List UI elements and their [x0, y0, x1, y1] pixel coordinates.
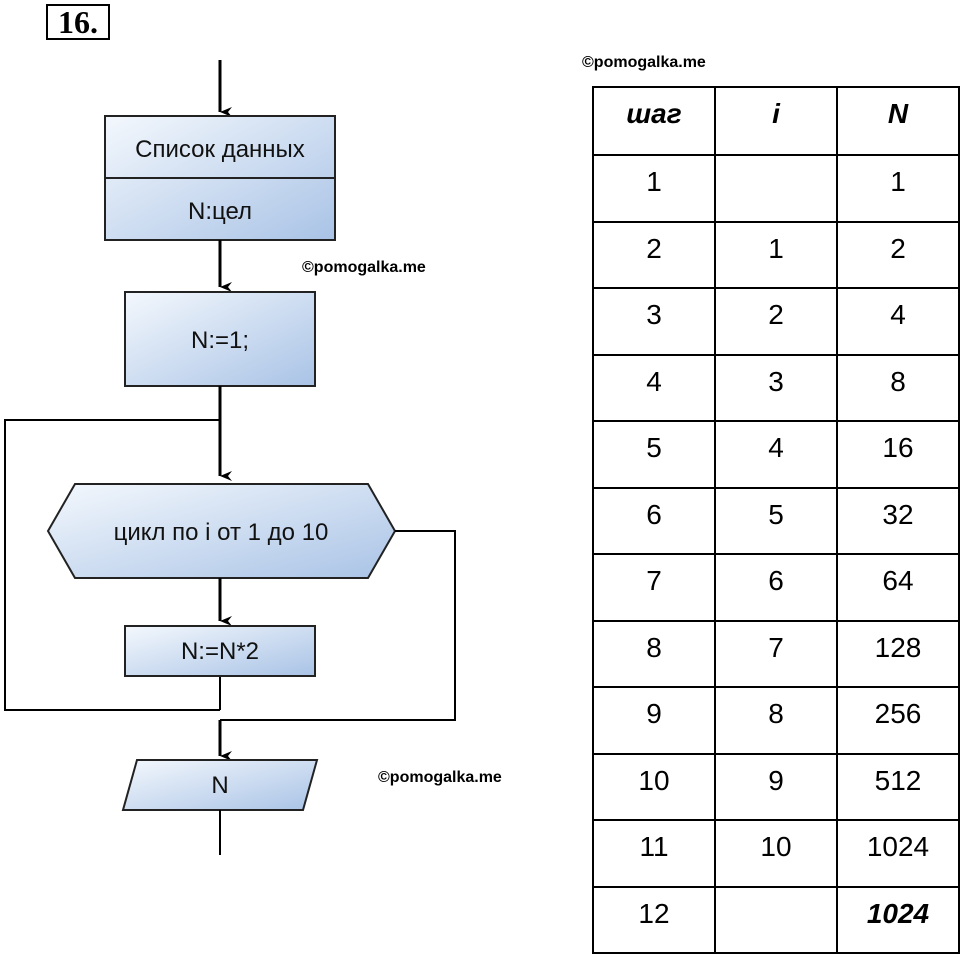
loop-body-block: N:=N*2	[124, 625, 316, 677]
table-header-row: шаг i N	[592, 86, 960, 156]
table-row-final: 12 1024	[592, 885, 960, 954]
cell-n: 128	[836, 619, 960, 688]
cell-step: 12	[592, 885, 716, 954]
table-row: 4 3 8	[592, 353, 960, 422]
cell-step: 6	[592, 486, 716, 555]
cell-i: 9	[714, 752, 838, 821]
loop-header-block: цикл по i от 1 до 10	[46, 483, 397, 579]
cell-n: 1	[836, 154, 960, 223]
init-box	[124, 291, 316, 387]
table-row: 2 1 2	[592, 220, 960, 289]
table-row: 3 2 4	[592, 287, 960, 356]
loop-body-box	[124, 625, 316, 677]
cell-n: 8	[836, 353, 960, 422]
cell-step: 3	[592, 287, 716, 356]
table-row: 8 7 128	[592, 619, 960, 688]
cell-step: 8	[592, 619, 716, 688]
cell-i: 10	[714, 819, 838, 888]
output-block: N	[121, 759, 319, 811]
cell-step: 10	[592, 752, 716, 821]
flowchart: Список данных N:цел N:=1; цикл по i от 1…	[4, 60, 456, 855]
cell-n: 1024	[836, 819, 960, 888]
cell-n: 64	[836, 553, 960, 622]
data-list-block: Список данных N:цел	[104, 115, 336, 241]
header-step: шаг	[592, 86, 716, 156]
cell-step: 4	[592, 353, 716, 422]
cell-step: 5	[592, 420, 716, 489]
cell-step: 7	[592, 553, 716, 622]
table-row: 7 6 64	[592, 553, 960, 622]
cell-i	[714, 154, 838, 223]
watermark-middle: ©pomogalka.me	[302, 259, 426, 276]
header-i: i	[714, 86, 838, 156]
cell-i: 2	[714, 287, 838, 356]
cell-i: 6	[714, 553, 838, 622]
cell-n: 2	[836, 220, 960, 289]
cell-i: 8	[714, 686, 838, 755]
table-row: 11 10 1024	[592, 819, 960, 888]
cell-n-result: 1024	[836, 885, 960, 954]
cell-i: 4	[714, 420, 838, 489]
cell-i: 1	[714, 220, 838, 289]
table-row: 10 9 512	[592, 752, 960, 821]
loop-exit-line	[220, 530, 456, 721]
watermark-top: ©pomogalka.me	[582, 54, 706, 71]
init-block: N:=1;	[124, 291, 316, 387]
cell-n: 512	[836, 752, 960, 821]
output-text: N	[211, 772, 228, 799]
header-n: N	[836, 86, 960, 156]
cell-n: 4	[836, 287, 960, 356]
cell-step: 9	[592, 686, 716, 755]
trace-table: шаг i N 1 1 2 1 2 3 2 4 4 3 8 5 4 16	[592, 86, 960, 954]
loop-header-text: цикл по i от 1 до 10	[114, 519, 329, 546]
init-statement: N:=1;	[191, 327, 249, 354]
cell-n: 16	[836, 420, 960, 489]
cell-i	[714, 885, 838, 954]
cell-n: 256	[836, 686, 960, 755]
loop-body-statement: N:=N*2	[181, 638, 259, 665]
data-list-title: Список данных	[135, 136, 305, 163]
cell-n: 32	[836, 486, 960, 555]
cell-i: 3	[714, 353, 838, 422]
cell-step: 11	[592, 819, 716, 888]
table-row: 1 1	[592, 154, 960, 223]
table-row: 6 5 32	[592, 486, 960, 555]
watermark-bottom: ©pomogalka.me	[378, 769, 502, 786]
cell-i: 7	[714, 619, 838, 688]
cell-step: 1	[592, 154, 716, 223]
table-row: 9 8 256	[592, 686, 960, 755]
table-row: 5 4 16	[592, 420, 960, 489]
loop-return-line	[4, 419, 220, 711]
cell-step: 2	[592, 220, 716, 289]
output-parallelogram	[121, 759, 319, 811]
task-number: 16.	[46, 4, 110, 40]
cell-i: 5	[714, 486, 838, 555]
data-list-declaration: N:цел	[188, 198, 252, 225]
